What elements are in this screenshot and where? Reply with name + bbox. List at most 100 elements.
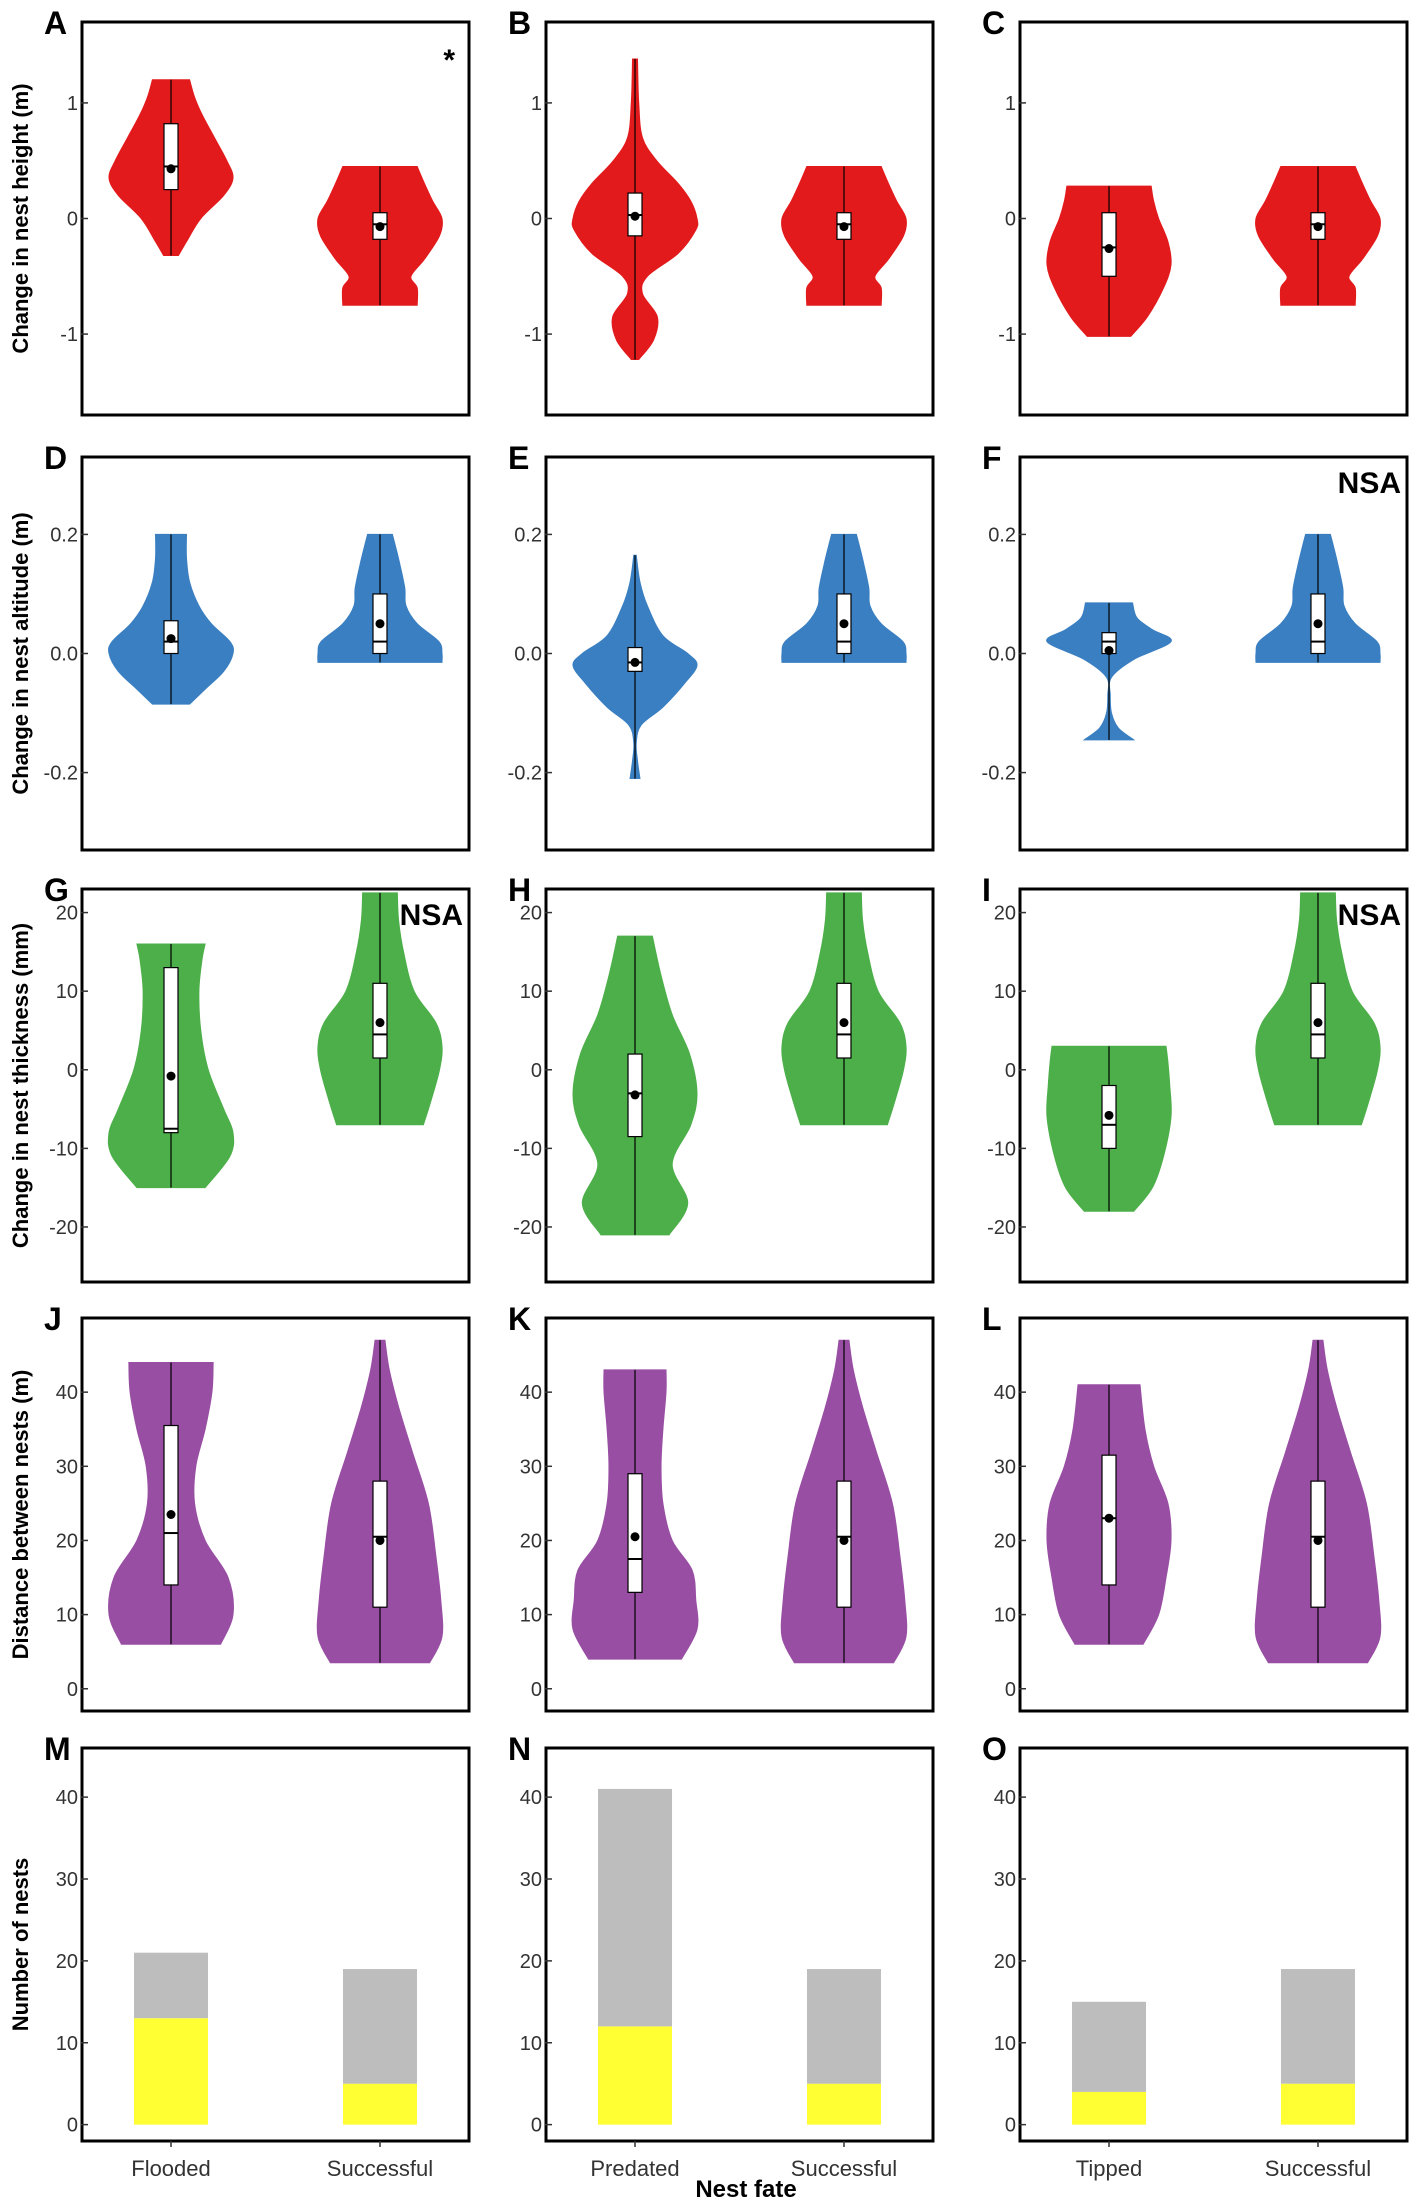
- mean-point: [1104, 646, 1114, 656]
- violin-group: [108, 533, 234, 705]
- mean-point: [1313, 222, 1323, 232]
- violin-group: [1254, 165, 1381, 306]
- y-tick-label: 0: [1005, 2115, 1016, 2137]
- y-tick-label: 0: [1005, 1060, 1016, 1082]
- y-tick-label: 30: [994, 1869, 1016, 1891]
- violin-group: [108, 79, 234, 256]
- box-iqr: [163, 966, 179, 1134]
- y-tick-label: 1: [1005, 93, 1016, 115]
- y-tick-label: -1: [998, 324, 1016, 346]
- mean-point: [375, 619, 385, 629]
- y-tick-label: 10: [520, 2033, 542, 2055]
- mean-point: [375, 1018, 385, 1028]
- y-tick-label: 10: [56, 2033, 78, 2055]
- y-tick-label: 40: [56, 1382, 78, 1404]
- y-tick-label: 0.0: [50, 644, 78, 666]
- y-tick-label: 40: [56, 1787, 78, 1809]
- violin-group: [1046, 602, 1172, 741]
- panel-letter: D: [44, 440, 67, 476]
- y-tick-label: 20: [994, 903, 1016, 925]
- panel-frame: [544, 1316, 935, 1713]
- violin-group: [572, 554, 698, 780]
- y-tick-label: 30: [520, 1869, 542, 1891]
- y-tick-label: 0: [531, 2115, 542, 2137]
- x-category-label: Flooded: [131, 2156, 211, 2181]
- panel-letter: O: [982, 1731, 1007, 1767]
- y-tick-label: 20: [520, 903, 542, 925]
- violin-group: [1046, 1384, 1172, 1645]
- y-tick-label: 0: [531, 1679, 542, 1701]
- y-tick-label: -1: [524, 324, 542, 346]
- panel-letter: I: [982, 872, 991, 908]
- mean-point: [630, 211, 640, 221]
- violin-group: [108, 1361, 234, 1645]
- y-tick-label: 30: [994, 1456, 1016, 1478]
- violin-group: [1255, 892, 1381, 1126]
- y-tick-label: -1: [60, 324, 78, 346]
- mean-point: [630, 1532, 640, 1542]
- mean-point: [1104, 244, 1114, 254]
- violin-group: [1254, 1339, 1382, 1664]
- panel-frame: [544, 887, 935, 1284]
- y-tick-label: 0.0: [988, 644, 1016, 666]
- y-tick-label: 20: [56, 903, 78, 925]
- y-tick-label: -10: [513, 1138, 542, 1160]
- y-tick-label: 10: [994, 1605, 1016, 1627]
- mean-point: [1313, 1535, 1323, 1545]
- panel-frame: [80, 887, 471, 1284]
- x-category-label: Tipped: [1076, 2156, 1142, 2181]
- mean-point: [375, 1535, 385, 1545]
- y-tick-label: 0: [67, 209, 78, 231]
- panel-letter: A: [44, 5, 67, 41]
- y-tick-label: -0.2: [982, 763, 1016, 785]
- y-tick-label: 30: [56, 1456, 78, 1478]
- y-tick-label: 0.2: [988, 524, 1016, 546]
- y-tick-label: 0: [1005, 209, 1016, 231]
- panel-letter: E: [508, 440, 529, 476]
- mean-point: [166, 1510, 176, 1519]
- y-tick-label: -10: [49, 1138, 78, 1160]
- x-category-label: Successful: [327, 2156, 433, 2181]
- y-tick-label: 1: [531, 93, 542, 115]
- significance-badge: NSA: [1338, 899, 1401, 932]
- panel-e: E-0.20.00.2: [508, 440, 935, 852]
- mean-point: [1313, 619, 1323, 629]
- mean-point: [839, 222, 849, 232]
- y-tick-label: 10: [994, 981, 1016, 1003]
- mean-point: [166, 164, 176, 174]
- panel-letter: N: [508, 1731, 531, 1767]
- y-tick-label: 10: [56, 1605, 78, 1627]
- y-tick-label: -0.2: [508, 763, 542, 785]
- x-category-label: Successful: [791, 2156, 897, 2181]
- panel-letter: J: [44, 1301, 62, 1337]
- violin-group: [571, 1369, 699, 1660]
- y-axis-label: Change in nest altitude (m): [8, 512, 33, 794]
- bar-segment-grey: [1280, 1969, 1355, 2084]
- y-tick-label: -0.2: [44, 763, 78, 785]
- y-axis-label: Number of nests: [8, 1858, 33, 2032]
- mean-point: [1104, 1110, 1114, 1120]
- y-tick-label: -10: [987, 1138, 1016, 1160]
- panel-frame: [80, 1746, 471, 2143]
- panel-letter: M: [44, 1731, 71, 1767]
- panel-frame: [544, 1746, 935, 2143]
- y-tick-label: 40: [520, 1787, 542, 1809]
- mean-point: [1104, 1513, 1114, 1523]
- y-tick-label: 40: [994, 1787, 1016, 1809]
- y-tick-label: 40: [994, 1382, 1016, 1404]
- y-tick-label: 0.2: [50, 524, 78, 546]
- y-tick-label: 10: [520, 1605, 542, 1627]
- mean-point: [375, 222, 385, 232]
- bar-segment-yellow: [1072, 2091, 1147, 2125]
- y-tick-label: 30: [520, 1456, 542, 1478]
- violin-group: [781, 533, 907, 663]
- violin-group: [780, 1339, 908, 1664]
- panel-letter: H: [508, 872, 531, 908]
